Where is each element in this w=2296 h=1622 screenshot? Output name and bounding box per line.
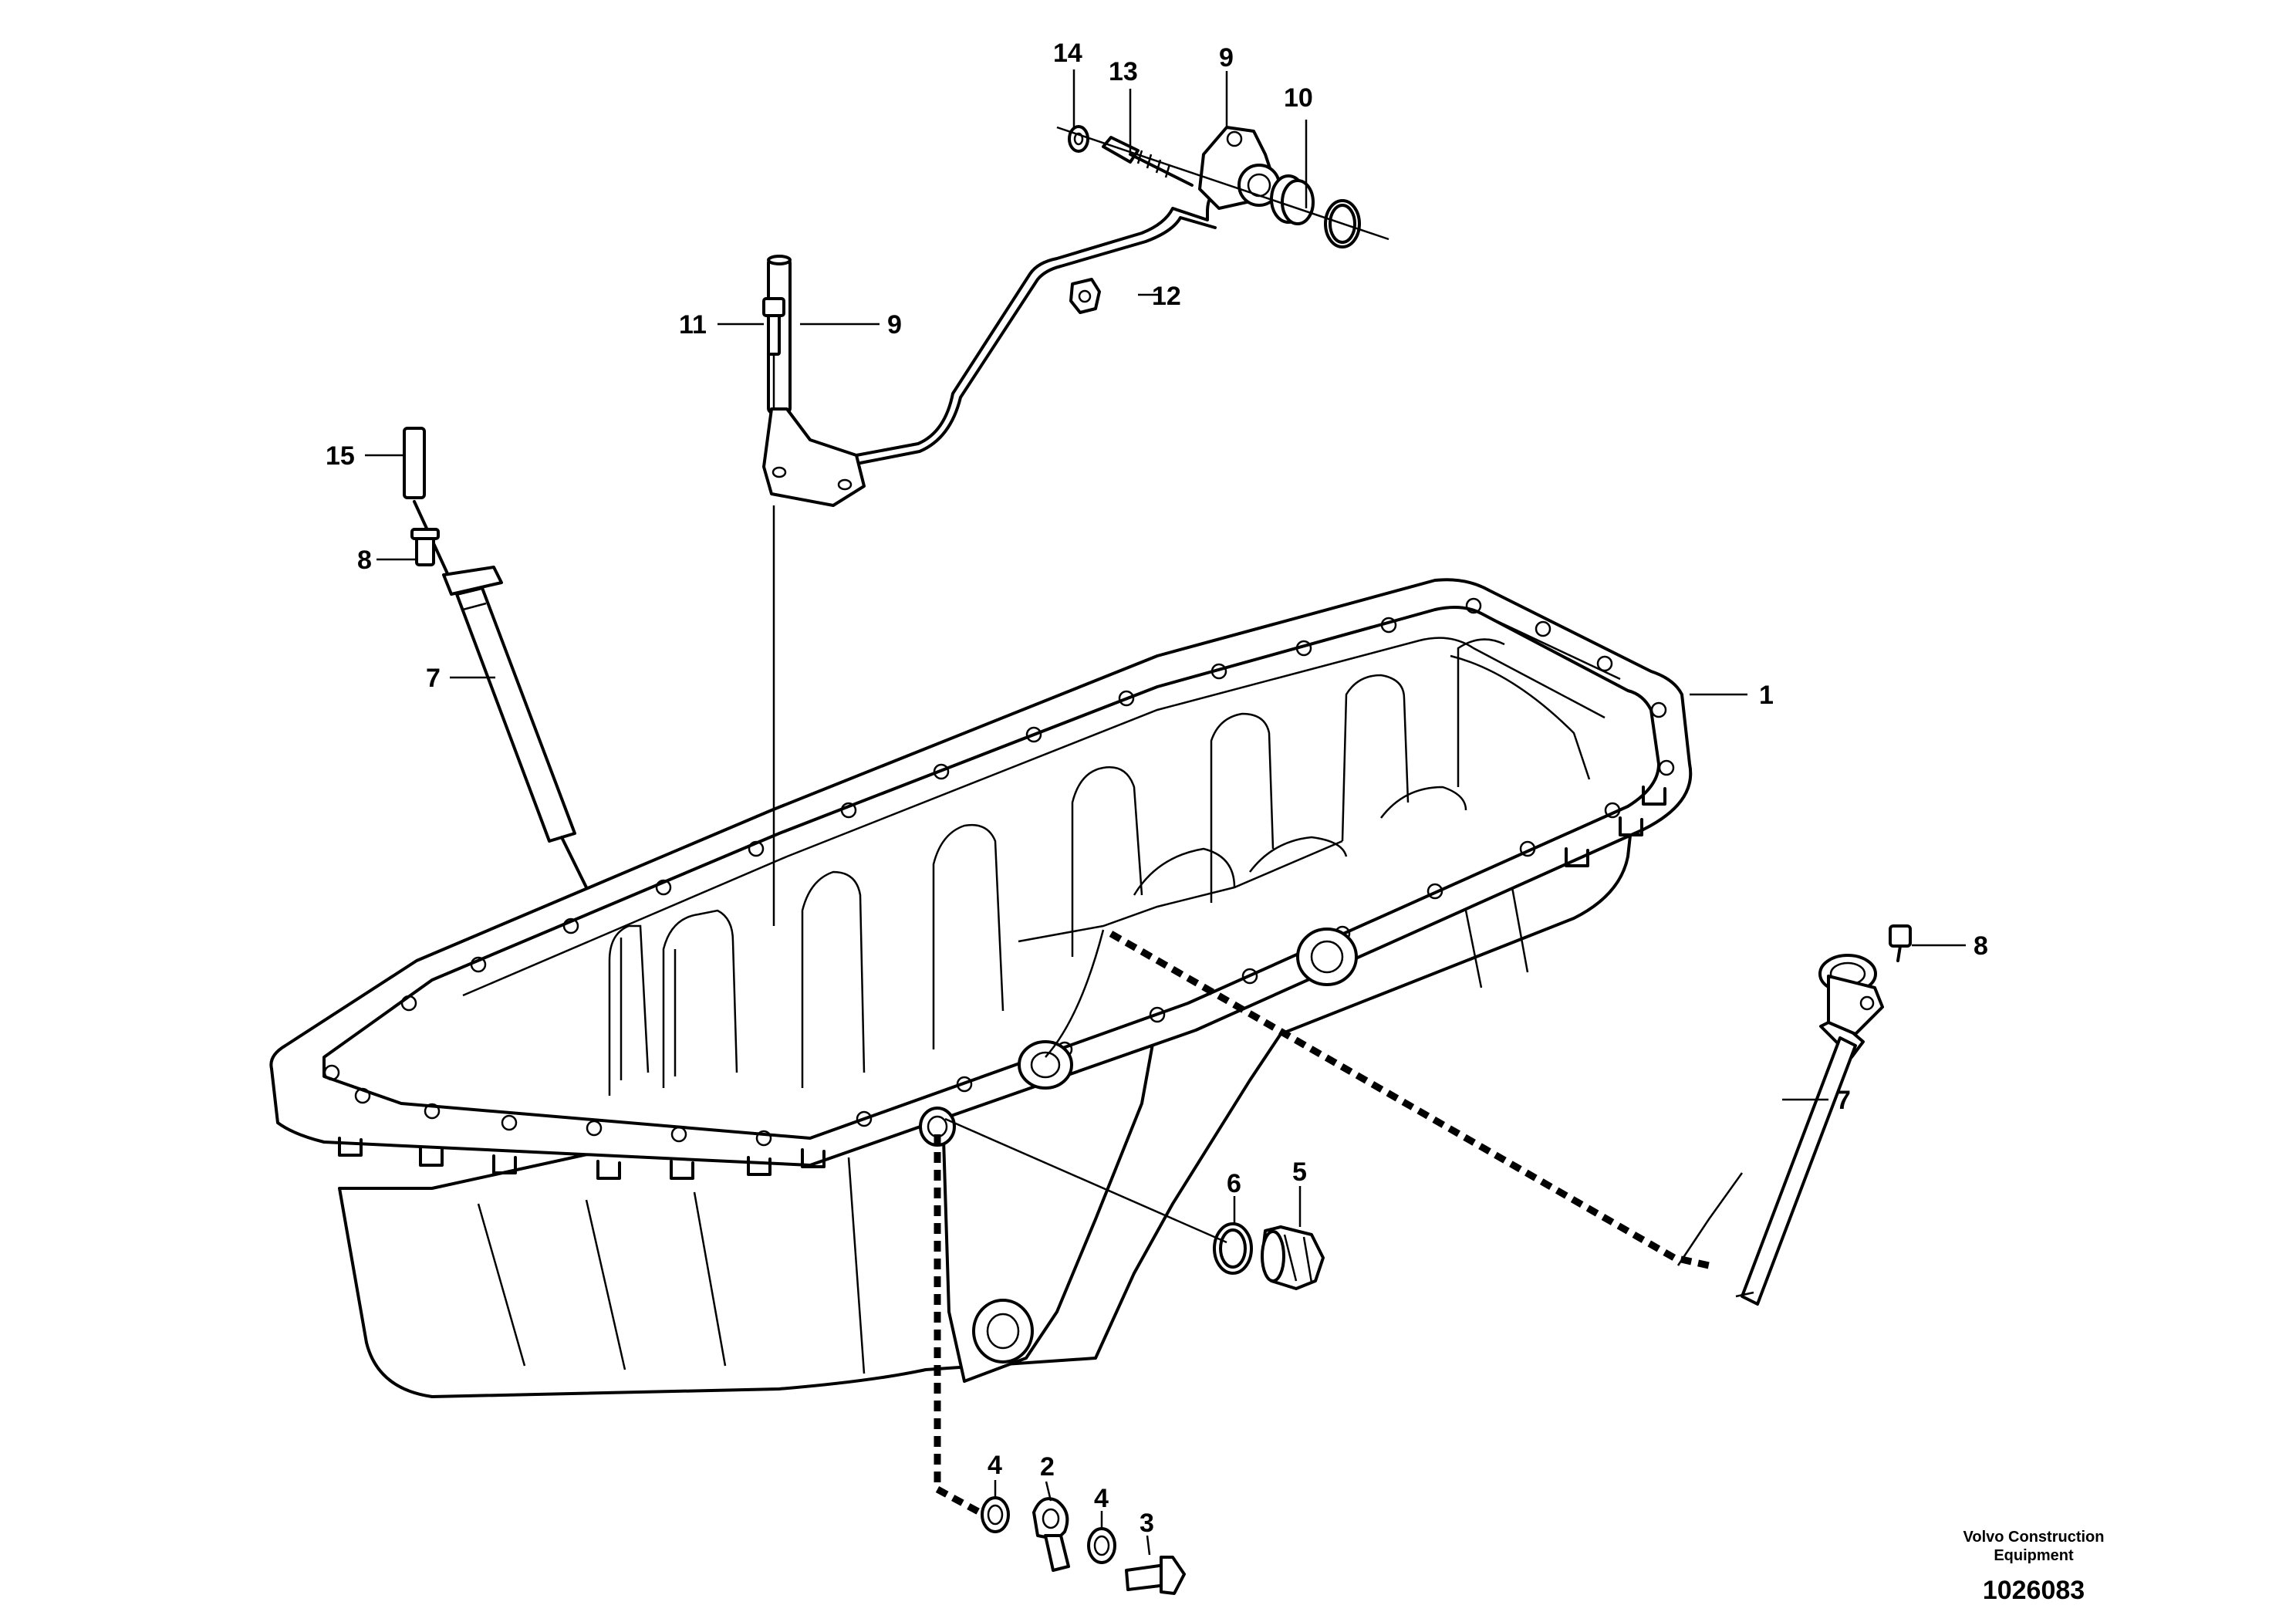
- callout-7-left: 7: [426, 664, 441, 693]
- oil-pickup-tube: [762, 191, 1224, 507]
- callout-13: 13: [1109, 57, 1138, 86]
- drain-plug: [1213, 1222, 1325, 1290]
- clip: [1069, 278, 1101, 314]
- callout-5: 5: [1292, 1157, 1307, 1187]
- callout-4-right: 4: [1094, 1484, 1109, 1513]
- upper-bracket-assembly: [1056, 125, 1389, 248]
- callout-6: 6: [1227, 1169, 1241, 1198]
- brand-line-1: Volvo Construction: [1963, 1529, 2105, 1546]
- callout-11: 11: [679, 310, 707, 340]
- callout-9-top: 9: [1219, 43, 1234, 73]
- lower-fitting: [981, 1496, 1186, 1595]
- oil-pan: [269, 578, 1693, 1398]
- callout-9-tube: 9: [887, 310, 902, 340]
- callout-8-left: 8: [357, 546, 372, 575]
- callout-15: 15: [326, 441, 355, 471]
- callout-8-right: 8: [1974, 931, 1988, 961]
- drawing-reference-number: 1026083: [1983, 1576, 2085, 1605]
- callout-10: 10: [1284, 83, 1313, 113]
- callout-2: 2: [1040, 1452, 1055, 1482]
- callout-leaders: [365, 69, 1966, 1556]
- assembly-lines: [772, 505, 1744, 1516]
- callout-12: 12: [1152, 282, 1181, 311]
- callout-1: 1: [1759, 681, 1774, 710]
- callout-4-left: 4: [988, 1451, 1002, 1480]
- callout-7-right: 7: [1836, 1086, 1851, 1115]
- callout-3: 3: [1140, 1509, 1154, 1538]
- brand-line-2: Equipment: [1994, 1547, 2074, 1564]
- callout-14: 14: [1053, 39, 1082, 68]
- dipstick-left: [403, 427, 588, 889]
- dipstick-right: [1735, 924, 1912, 1306]
